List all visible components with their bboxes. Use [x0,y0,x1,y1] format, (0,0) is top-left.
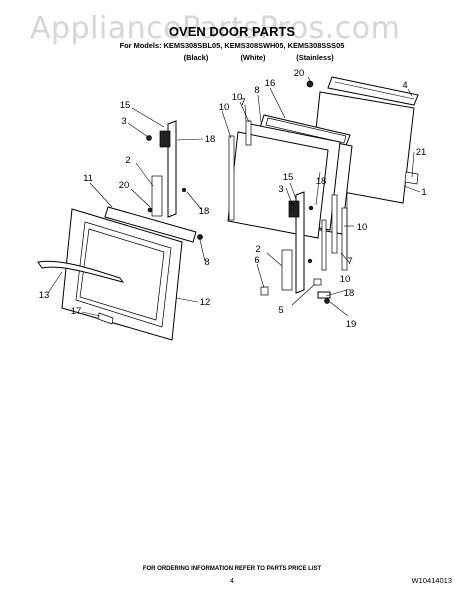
page-title: OVEN DOOR PARTS [169,24,295,39]
variant-white: (White) [240,53,266,62]
left-hinge-plate [159,130,171,148]
insulation-strip-left [228,135,235,221]
callout-15: 15 [283,172,294,183]
callout-3: 3 [121,116,126,127]
callout-18: 18 [344,288,355,299]
hinge-clip [260,286,269,296]
screw-left-bracket [197,234,203,240]
screw-top [306,80,314,88]
callout-10: 10 [357,222,368,233]
callout-10: 10 [340,274,351,285]
insulation-strip-right-b [341,207,348,271]
insulation-strip-top [245,120,252,146]
document-number: W10414013 [412,576,452,585]
callout-20: 20 [294,68,305,79]
variant-stainless: (Stainless) [296,53,334,62]
insulation-strip-right-a [331,194,338,254]
glass-bracket [404,171,419,185]
insulation-strip-right-c [321,219,327,271]
left-hinge-arm [151,175,163,217]
callout-20: 20 [119,180,130,191]
callout-12: 12 [200,297,211,308]
door-bottom-bracket [104,206,197,243]
callout-5: 5 [278,305,283,316]
page-number: 4 [230,578,234,585]
callout-18: 18 [199,206,210,217]
callout-13: 13 [39,290,50,301]
callout-7: 7 [240,97,245,108]
callout-10: 10 [219,102,230,113]
door-handle [37,260,125,283]
callout-2: 2 [255,244,260,255]
callout-2: 2 [125,155,130,166]
callout-4: 4 [402,80,407,91]
hinge-receiver [313,278,322,286]
right-hinge-plate [288,200,300,218]
door-top-trim [327,76,419,106]
door-badge [97,312,114,325]
callout-1: 1 [421,187,426,198]
hinge-receiver-block [317,291,331,299]
callout-18: 18 [205,134,216,145]
callout-6: 6 [254,255,259,266]
callout-21: 21 [416,147,427,158]
screw-hinge-receiver [324,298,330,304]
right-hinge-arm [281,249,293,291]
model-list: For Models: KEMS308SBL05, KEMS308SWH05, … [120,41,345,50]
callout-19: 19 [346,319,357,330]
watermark-text: AppliancePartsPros.com [30,11,400,46]
ordering-note: FOR ORDERING INFORMATION REFER TO PARTS … [143,566,322,572]
callout-15: 15 [120,100,131,111]
callout-10: 10 [232,92,243,103]
callout-11: 11 [83,173,93,184]
callout-17: 17 [71,306,82,317]
callout-8: 8 [254,85,259,96]
callout-3: 3 [278,184,283,195]
callout-18: 18 [316,176,327,187]
variant-black: (Black) [184,53,209,62]
callout-8: 8 [204,257,209,268]
callout-16: 16 [265,78,276,89]
callout-7: 7 [347,256,352,267]
